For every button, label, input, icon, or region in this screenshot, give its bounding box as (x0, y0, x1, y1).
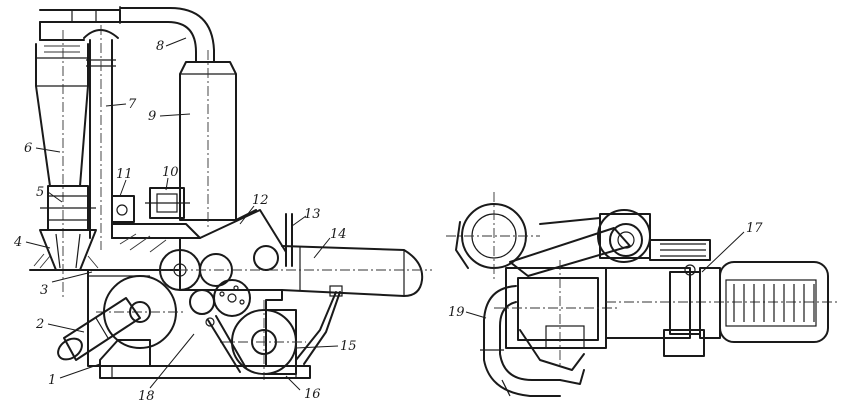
lever-18 (205, 315, 247, 373)
rod-13 (285, 213, 293, 267)
callout-16: 16 (304, 387, 321, 402)
callout-15: 15 (340, 339, 357, 354)
plan-pipe-19 (480, 285, 585, 397)
callout-9: 9 (148, 109, 156, 124)
callout-7: 7 (128, 97, 137, 112)
mixing-chamber (111, 209, 287, 271)
crusher-body (87, 269, 283, 367)
inlet-pipe-2 (57, 297, 141, 361)
callout-2: 2 (35, 317, 44, 332)
callout-labels: 1 2 3 4 5 6 7 8 9 10 11 12 13 (13, 37, 763, 404)
callout-18: 18 (138, 389, 155, 404)
callout-6: 6 (24, 141, 32, 156)
callout-17: 17 (746, 221, 763, 236)
plan-view (446, 192, 840, 397)
control-box-10 (145, 187, 190, 219)
plan-body (494, 260, 620, 368)
outlet-pipe-14 (268, 245, 432, 297)
callout-1: 1 (48, 373, 56, 388)
plan-filter (597, 209, 711, 263)
callout-19: 19 (448, 305, 465, 320)
callout-14: 14 (330, 227, 347, 242)
frame-16 (99, 285, 343, 379)
side-view (29, 6, 432, 380)
callout-4: 4 (13, 235, 22, 250)
plan-motor-housing (605, 261, 840, 357)
motor-15 (220, 300, 306, 380)
top-duct (39, 6, 215, 63)
callout-11: 11 (116, 167, 133, 182)
callout-12: 12 (252, 193, 269, 208)
callout-5: 5 (36, 185, 44, 200)
plan-duct (509, 217, 643, 277)
valve-11 (111, 195, 135, 223)
callout-8: 8 (156, 39, 164, 54)
cyclone-6 (35, 21, 89, 300)
callout-3: 3 (40, 283, 48, 298)
callout-10: 10 (162, 165, 179, 180)
callout-13: 13 (304, 207, 321, 222)
plan-cyclone (446, 192, 540, 282)
